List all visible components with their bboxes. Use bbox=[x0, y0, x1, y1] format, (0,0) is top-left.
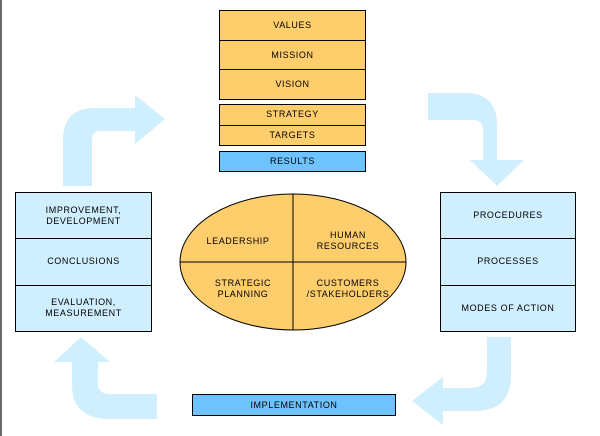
customers-stakeholders-quadrant: CUSTOMERS /STAKEHOLDERS bbox=[306, 278, 390, 299]
targets-cell: TARGETS bbox=[220, 124, 365, 146]
implementation-label: IMPLEMENTATION bbox=[250, 399, 338, 410]
arrow-down-left-icon bbox=[412, 337, 511, 425]
center-ellipse bbox=[179, 193, 407, 331]
review-stack: IMPROVEMENT, DEVELOPMENT CONCLUSIONS EVA… bbox=[15, 192, 152, 332]
improvement-development-cell: IMPROVEMENT, DEVELOPMENT bbox=[45, 204, 122, 226]
implementation-box: IMPLEMENTATION bbox=[192, 394, 396, 416]
results-box: RESULTS bbox=[219, 151, 366, 172]
mission-cell: MISSION bbox=[220, 39, 365, 70]
human-resources-quadrant: HUMAN RESOURCES bbox=[316, 230, 380, 251]
arrow-left-up-icon bbox=[54, 337, 157, 419]
conclusions-cell: CONCLUSIONS bbox=[16, 238, 151, 284]
processes-cell: PROCESSES bbox=[441, 238, 575, 284]
values-mission-vision-stack: VALUES MISSION VISION bbox=[219, 10, 366, 100]
arrow-right-down-icon bbox=[428, 93, 524, 186]
evaluation-measurement-cell: EVALUATION, MEASUREMENT bbox=[16, 284, 151, 331]
values-cell: VALUES bbox=[273, 19, 312, 30]
page-left-border bbox=[0, 0, 2, 436]
strategic-planning-quadrant: STRATEGIC PLANNING bbox=[214, 278, 272, 299]
operations-stack: PROCEDURES PROCESSES MODES OF ACTION bbox=[440, 192, 576, 332]
vision-cell: VISION bbox=[220, 69, 365, 99]
strategy-targets-stack: STRATEGY TARGETS bbox=[219, 104, 366, 146]
modes-of-action-cell: MODES OF ACTION bbox=[441, 284, 575, 331]
arrow-up-right-icon bbox=[63, 95, 165, 186]
procedures-cell: PROCEDURES bbox=[473, 210, 543, 221]
results-label: RESULTS bbox=[269, 156, 316, 166]
leadership-quadrant: LEADERSHIP bbox=[206, 236, 270, 246]
strategy-cell: STRATEGY bbox=[266, 109, 319, 120]
